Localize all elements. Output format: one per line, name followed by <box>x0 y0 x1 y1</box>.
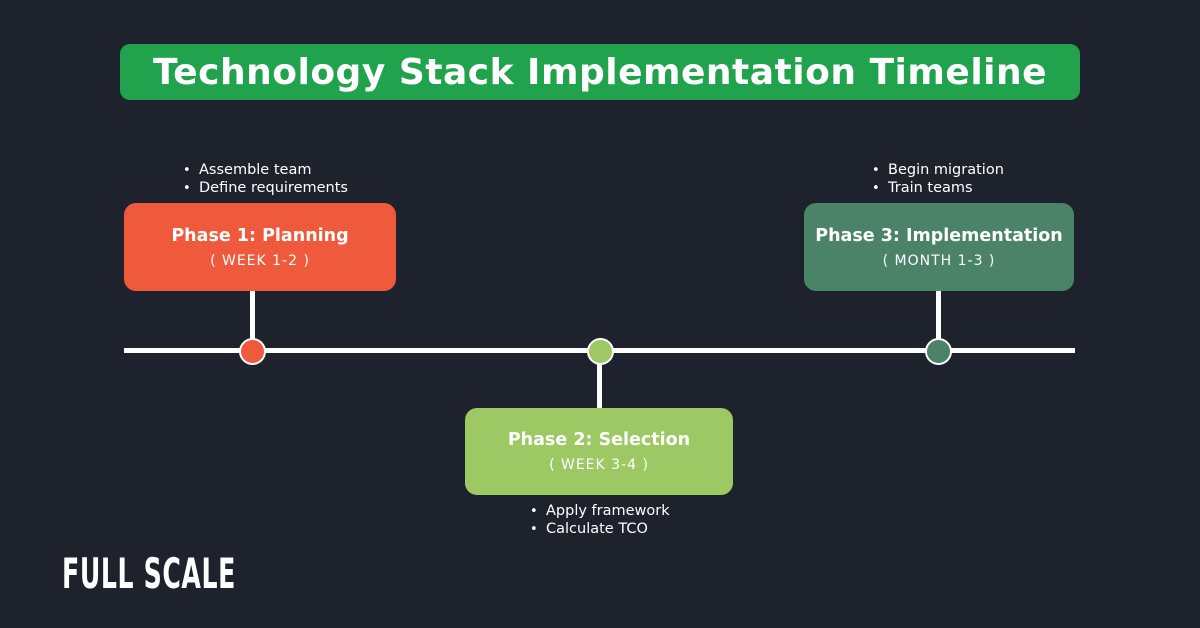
phase-3-bullet-list: • Begin migration • Train teams <box>872 162 1004 197</box>
fullscale-logo: FULL SCALE <box>62 549 236 598</box>
phase-1-title: Phase 1: Planning <box>171 225 349 246</box>
bullet-icon: • <box>530 521 538 537</box>
phase-1-duration: ( WEEK 1-2 ) <box>210 252 310 269</box>
bullet-icon: • <box>183 180 191 196</box>
list-item: • Begin migration <box>872 162 1004 180</box>
bullet-icon: • <box>872 180 880 196</box>
list-item: • Assemble team <box>183 162 348 180</box>
timeline-marker-phase-1 <box>239 338 266 365</box>
phase-1-bullet-list: • Assemble team • Define requirements <box>183 162 348 197</box>
timeline-marker-phase-2 <box>587 338 614 365</box>
page-title: Technology Stack Implementation Timeline <box>152 51 1048 93</box>
phase-2-bullet-list: • Apply framework • Calculate TCO <box>530 503 670 538</box>
phase-2-title: Phase 2: Selection <box>507 430 691 450</box>
list-item: • Apply framework <box>530 503 670 521</box>
phase-card-1: Phase 1: Planning ( WEEK 1-2 ) <box>124 203 396 291</box>
bullet-text: Calculate TCO <box>546 520 648 537</box>
list-item: • Calculate TCO <box>530 521 670 539</box>
phase-3-duration: ( MONTH 1-3 ) <box>882 252 996 269</box>
bullet-text: Define requirements <box>199 179 348 196</box>
phase-card-2: Phase 2: Selection ( WEEK 3-4 ) <box>465 408 733 495</box>
title-banner: Technology Stack Implementation Timeline <box>120 44 1080 100</box>
phase-1-connector <box>250 291 255 351</box>
timeline-marker-phase-3 <box>925 338 952 365</box>
list-item: • Train teams <box>872 180 1004 198</box>
bullet-text: Train teams <box>888 179 973 196</box>
bullet-text: Apply framework <box>546 503 670 519</box>
list-item: • Define requirements <box>183 180 348 198</box>
bullet-text: Begin migration <box>888 162 1004 178</box>
phase-card-3: Phase 3: Implementation ( MONTH 1-3 ) <box>804 203 1074 291</box>
phase-2-duration: ( WEEK 3-4 ) <box>549 457 649 473</box>
bullet-icon: • <box>183 163 191 178</box>
phase-3-connector <box>936 291 941 351</box>
bullet-text: Assemble team <box>199 162 312 178</box>
phase-2-connector <box>597 351 602 408</box>
bullet-icon: • <box>872 163 880 178</box>
phase-3-title: Phase 3: Implementation <box>815 225 1063 246</box>
bullet-icon: • <box>530 504 538 519</box>
